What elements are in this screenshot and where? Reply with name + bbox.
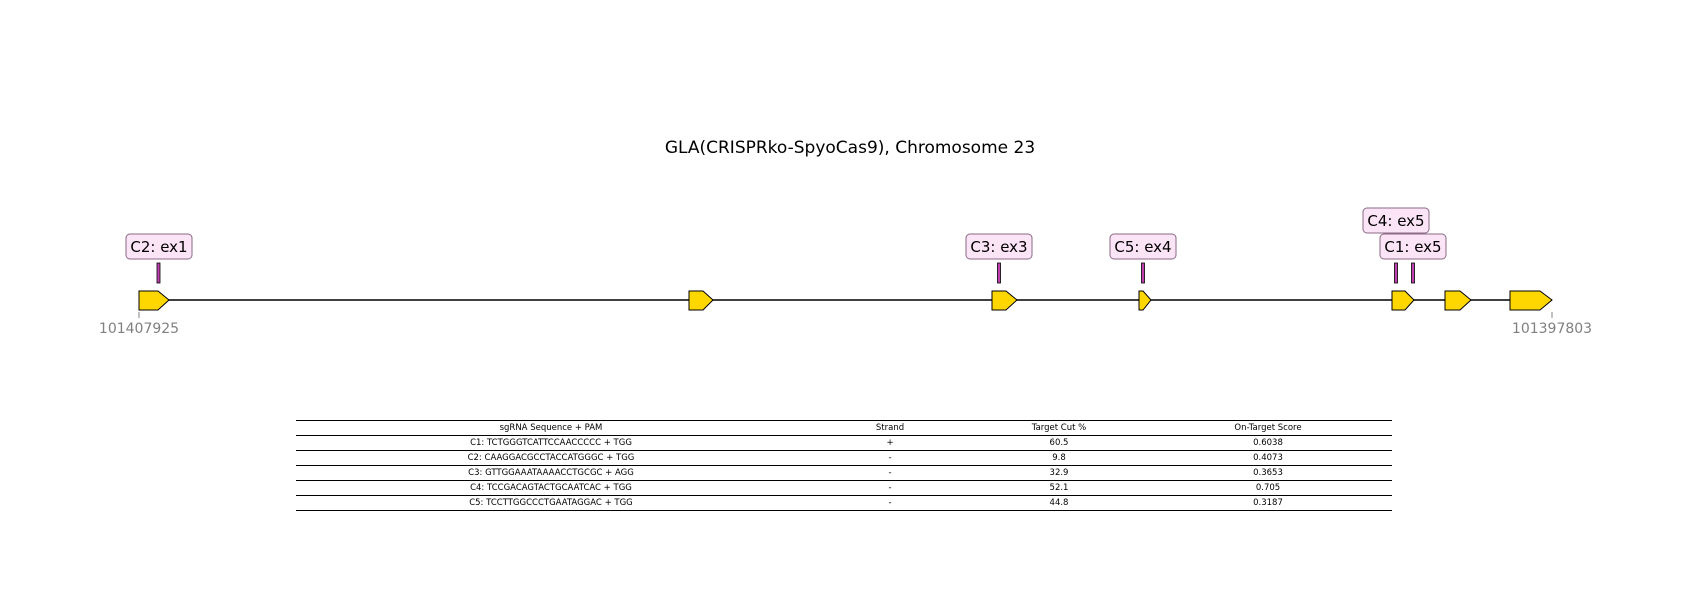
cell-cut-percent: 32.9 <box>1049 468 1069 478</box>
cell-score: 0.3187 <box>1253 498 1283 508</box>
cell-score: 0.3653 <box>1253 468 1283 478</box>
table-row: C2: CAAGGACGCCTACCATGGGC + TGG - 9.8 0.4… <box>296 451 1392 466</box>
exon-7 <box>1509 290 1553 311</box>
guide-callout-label: C3: ex3 <box>970 238 1027 256</box>
cell-strand: - <box>888 498 892 508</box>
table-row: C3: GTTGGAAATAAAACCTGCGC + AGG - 32.9 0.… <box>296 466 1392 481</box>
exon-6 <box>1444 290 1472 311</box>
sgrna-table: sgRNA Sequence + PAM Strand Target Cut %… <box>296 420 1392 511</box>
cell-cut-percent: 60.5 <box>1049 438 1069 448</box>
header-strand: Strand <box>875 423 905 433</box>
guide-callout-label: C4: ex5 <box>1367 212 1424 230</box>
cell-cut-percent: 52.1 <box>1049 483 1069 493</box>
exon-3 <box>991 290 1018 311</box>
header-sequence: sgRNA Sequence + PAM <box>499 423 603 433</box>
guide-callout-c4: C4: ex5 <box>1362 207 1430 234</box>
exon-5 <box>1391 290 1415 311</box>
guide-marker-c3 <box>997 262 1001 284</box>
cell-cut-percent: 9.8 <box>1052 453 1066 463</box>
cell-sequence: C2: CAAGGACGCCTACCATGGGC + TGG <box>467 453 635 463</box>
guide-callout-label: C1: ex5 <box>1384 238 1441 256</box>
table-row: C4: TCCGACAGTACTGCAATCAC + TGG - 52.1 0.… <box>296 481 1392 496</box>
header-score: On-Target Score <box>1234 423 1302 433</box>
cell-sequence: C3: GTTGGAAATAAAACCTGCGC + AGG <box>468 468 634 478</box>
guide-marker-c5 <box>1141 262 1145 284</box>
cell-score: 0.6038 <box>1253 438 1283 448</box>
table-row: C5: TCCTTGGCCCTGAATAGGAC + TGG - 44.8 0.… <box>296 496 1392 511</box>
cell-score: 0.705 <box>1255 483 1281 493</box>
guide-callout-c1: C1: ex5 <box>1379 233 1447 260</box>
cell-sequence: C5: TCCTTGGCCCTGAATAGGAC + TGG <box>469 498 633 508</box>
exon-4 <box>1138 290 1152 311</box>
cell-strand: - <box>888 483 892 493</box>
guide-callout-label: C2: ex1 <box>130 238 187 256</box>
cell-cut-percent: 44.8 <box>1049 498 1069 508</box>
guide-callout-label: C5: ex4 <box>1114 238 1171 256</box>
exon-2 <box>688 290 714 311</box>
guide-marker-c1 <box>1411 262 1415 284</box>
start-coordinate: 101407925 <box>99 321 179 337</box>
header-cut-percent: Target Cut % <box>1031 423 1087 433</box>
cell-sequence: C1: TCTGGGTCATTCCAACCCCC + TGG <box>470 438 632 448</box>
cell-strand: - <box>888 468 892 478</box>
guide-callout-c2: C2: ex1 <box>125 233 193 260</box>
guide-callout-c3: C3: ex3 <box>965 233 1033 260</box>
cell-sequence: C4: TCCGACAGTACTGCAATCAC + TGG <box>470 483 632 493</box>
cell-score: 0.4073 <box>1253 453 1283 463</box>
guide-marker-c4 <box>1394 262 1398 284</box>
guide-marker-c2 <box>156 262 161 284</box>
guide-callout-c5: C5: ex4 <box>1109 233 1177 260</box>
cell-strand: - <box>888 453 892 463</box>
chart-title: GLA(CRISPRko-SpyoCas9), Chromosome 23 <box>664 138 1036 158</box>
table-row: C1: TCTGGGTCATTCCAACCCCC + TGG + 60.5 0.… <box>296 436 1392 451</box>
cell-strand: + <box>886 438 894 448</box>
table-header-row: sgRNA Sequence + PAM Strand Target Cut %… <box>296 420 1392 436</box>
end-coordinate: 101397803 <box>1512 321 1592 337</box>
exon-1 <box>138 290 170 311</box>
